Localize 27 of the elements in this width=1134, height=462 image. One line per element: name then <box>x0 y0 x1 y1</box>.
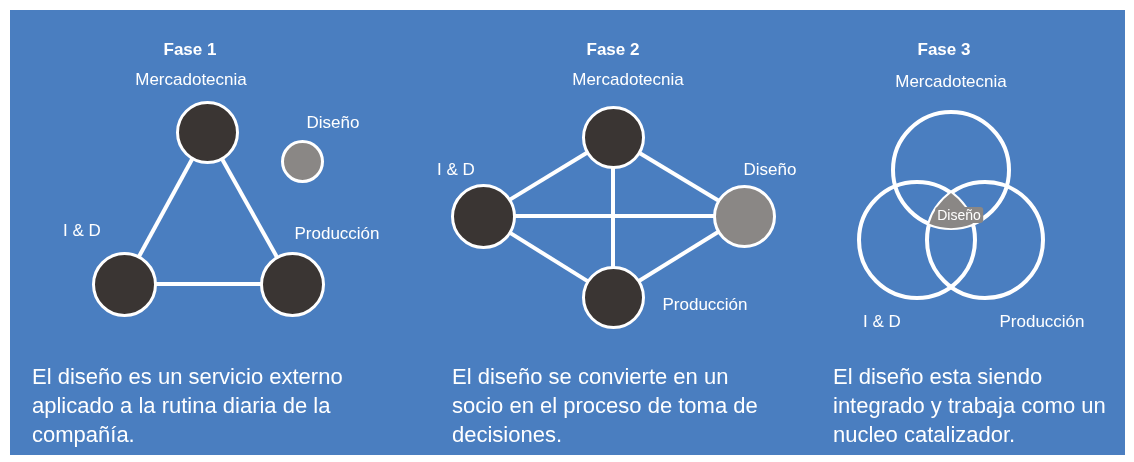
connector-line <box>137 157 195 258</box>
node-label: I & D <box>863 312 901 332</box>
caption-text: El diseño esta siendo integrado y trabaja como un nucleo catalizador. <box>833 363 1107 449</box>
node-label: Mercadotecnia <box>572 70 684 90</box>
caption-text: El diseño es un servicio externo aplicado a la rutina diaria de la compañía. <box>32 363 344 449</box>
connector-line <box>637 150 720 203</box>
phase-title: Fase 1 <box>163 40 217 60</box>
node-label: Producción <box>662 295 748 315</box>
node-label: Mercadotecnia <box>895 72 1007 92</box>
node-label: Producción <box>999 312 1085 332</box>
node-label: Diseño <box>306 113 360 133</box>
node-label: Producción <box>294 224 380 244</box>
connector-line <box>637 230 720 283</box>
node-label: Mercadotecnia <box>135 70 247 90</box>
node-label: Diseño <box>743 160 797 180</box>
node-label: I & D <box>437 160 475 180</box>
phase-title: Fase 3 <box>917 40 971 60</box>
connector-line <box>514 214 714 218</box>
connector-line <box>155 282 261 286</box>
connector-line <box>219 157 279 258</box>
phase-title: Fase 2 <box>586 40 640 60</box>
connector-line <box>508 230 589 283</box>
connector-line <box>508 150 589 202</box>
node-label: Diseño <box>935 207 983 223</box>
node-label: I & D <box>63 221 101 241</box>
connector-line <box>611 167 615 267</box>
caption-text: El diseño se convierte en un socio en el proceso de toma de decisiones. <box>452 363 759 449</box>
